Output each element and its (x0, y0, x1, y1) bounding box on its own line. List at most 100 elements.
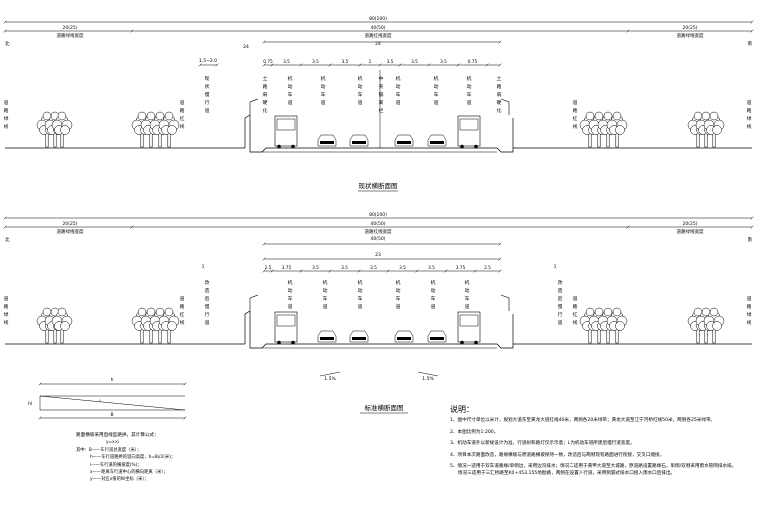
tree-trunk (53, 328, 57, 344)
lane-text: 动 (358, 83, 363, 90)
dimension-tick (456, 63, 460, 67)
road-subwidth: 23 (375, 252, 381, 258)
right-green-line-text: 路 (747, 303, 752, 310)
total-width-label: 80(100) (369, 16, 387, 22)
left-green-label: 道路绿线宽度 (57, 228, 84, 235)
road-subwidth: 24 (243, 44, 249, 50)
left-green-line-text: 线 (4, 123, 9, 130)
right-green-line-text: 道 (747, 99, 752, 106)
dimension-tick (328, 63, 332, 67)
car-icon (394, 134, 414, 147)
tree-crown (594, 307, 604, 317)
lane-text: 车 (465, 295, 470, 302)
lane-text: 动 (467, 83, 472, 90)
lane-text: 车 (358, 295, 363, 302)
tree-crown (709, 307, 719, 317)
dimension-tick (750, 216, 754, 220)
lane-text: 道 (358, 303, 363, 310)
lane-text: 道 (323, 303, 328, 310)
lane-text: 硬 (497, 100, 502, 106)
slope-arrow (417, 371, 439, 377)
dimension-tick (498, 269, 502, 273)
tree-trunk (615, 328, 619, 344)
tree-crown (167, 125, 177, 135)
tree-crown (594, 111, 604, 121)
lane-text: 动 (358, 287, 363, 294)
tree-crown (57, 307, 67, 317)
road-crown-legend: 路面横坡采用直线型路拱，其计算公式： y=x×i 其中：B——车行道总宽度（米）… (76, 432, 175, 484)
crown-hl-label: hl (28, 401, 32, 407)
tree-trunk (60, 328, 64, 344)
tree-crown (60, 321, 70, 331)
lane-text: 肩 (497, 91, 502, 98)
dimension-tick (473, 269, 477, 273)
dimension-tick (398, 63, 402, 67)
car-bumper (430, 141, 444, 144)
car-icon (427, 134, 447, 147)
lane-text: 道 (205, 107, 210, 114)
red-line-width: 40(50) (371, 25, 386, 31)
red-line-width: 40(50) (371, 221, 386, 227)
tree-trunk (712, 132, 716, 148)
left-red-line-text: 线 (180, 319, 185, 326)
dimension-tick (444, 269, 448, 273)
dimension-tick (626, 29, 630, 33)
tree-trunk (45, 328, 49, 344)
bus-wheel (460, 144, 464, 149)
right-red-line-text: 道 (573, 99, 578, 106)
lane-text: 动 (396, 287, 401, 294)
right-red-line-text: 红 (573, 115, 578, 122)
bus-icon (274, 115, 298, 149)
car-body (427, 330, 447, 343)
lane-text: 行 (205, 311, 210, 318)
bus-body (457, 115, 481, 147)
bus-wheel (291, 340, 295, 345)
left-green-width: 20(25) (63, 221, 78, 227)
lane-dimension: 0.75 (468, 59, 478, 65)
dimension-tick (3, 225, 7, 229)
right-green-line-text: 线 (747, 123, 752, 130)
legend-line: h——车行道路拱的竖向高度，h=Bi/2(米)； (90, 455, 176, 461)
road-subwidth-center: 24 (375, 41, 381, 47)
tree-trunk (167, 132, 171, 148)
right-red-line-text: 道 (573, 295, 578, 302)
bus-icon (457, 311, 481, 345)
dimension-tick (358, 63, 362, 67)
lane-text: 造 (558, 287, 563, 294)
lane-text: 道 (288, 99, 293, 106)
bus-wheel (474, 340, 478, 345)
dimension-tick (498, 63, 502, 67)
bus-body (274, 311, 298, 343)
lane-text: 行 (205, 99, 210, 106)
car-icon (427, 330, 447, 343)
right-red-line-text: 线 (573, 123, 578, 130)
north-marker: 北 (5, 236, 10, 243)
south-marker: 南 (748, 236, 753, 243)
right-green-width: 20(25) (683, 25, 698, 31)
car-bumper (397, 141, 411, 144)
right-green-label: 道路绿线宽度 (677, 228, 704, 235)
tree-trunk (696, 132, 700, 148)
lane-text: 机 (396, 75, 401, 82)
bus-wheel (460, 340, 464, 345)
dimension-tick (357, 269, 361, 273)
car-bumper (430, 337, 444, 340)
left-green-line-text: 路 (4, 303, 9, 310)
lane-text: 动 (465, 287, 470, 294)
right-green-line-text: 路 (747, 107, 752, 114)
lane-text: 机 (288, 75, 293, 82)
bus-window (459, 118, 479, 131)
lane-text: 道 (396, 99, 401, 106)
left-red-line-text: 道 (180, 295, 185, 302)
dimension-tick (262, 269, 266, 273)
car-bumper (352, 337, 366, 340)
bus-window (459, 314, 479, 327)
crown-h-label: h (111, 377, 114, 383)
design-notes: 说明： 1、图中尺寸单位以米计，规划大道东至黄龙大道红线40米，两侧各20米绿带… (450, 405, 755, 478)
lane-text: 路 (497, 83, 502, 90)
lane-text: 道 (434, 99, 439, 106)
left-green-line-text: 绿 (4, 311, 9, 318)
lane-text: 行 (558, 311, 563, 318)
dimension-tick (485, 63, 489, 67)
